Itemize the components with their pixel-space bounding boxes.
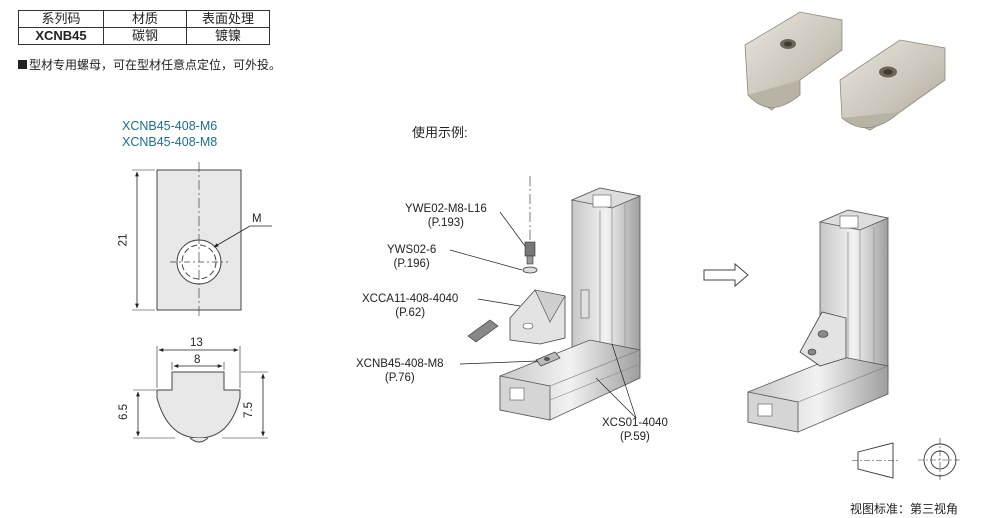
part-code: XCS01-4040 — [602, 417, 668, 429]
dim-height-7-5: 7.5 — [243, 402, 255, 418]
model-code-m8: XCNB45-408-M8 — [122, 135, 218, 149]
spec-cell-material: 碳钢 — [103, 27, 187, 45]
nut-photo-right — [839, 39, 946, 131]
dim-width-8: 8 — [194, 354, 201, 366]
usage-example-title: 使用示例: — [412, 125, 468, 140]
product-photo — [744, 11, 946, 131]
spec-table-row: XCNB45 碳钢 镀镍 — [18, 27, 270, 45]
assembly-exploded — [449, 176, 642, 421]
bullet-square-icon — [18, 60, 27, 69]
nut-top-view — [132, 162, 272, 318]
thread-label: M — [252, 213, 262, 225]
spec-table: 系列码 材质 表面处理 XCNB45 碳钢 镀镍 — [18, 10, 270, 45]
part-callout-xcnb45: XCNB45-408-M8 (P.76) — [356, 357, 444, 385]
dim-width-13: 13 — [190, 337, 203, 349]
third-angle-projection-icon — [852, 438, 962, 482]
dim-height-6-5: 6.5 — [118, 404, 130, 420]
part-callout-ywe02: YWE02-M8-L16 (P.193) — [405, 202, 487, 230]
spec-cell-finish: 镀镍 — [186, 27, 270, 45]
part-callout-yws02: YWS02-6 (P.196) — [387, 243, 436, 271]
product-note-text: 型材专用螺母，可在型材任意点定位，可外投。 — [29, 58, 282, 72]
part-page: (P.62) — [395, 307, 426, 319]
part-code: XCNB45-408-M8 — [356, 358, 444, 370]
part-code: YWE02-M8-L16 — [405, 203, 487, 215]
assembly-arrow-icon — [703, 262, 749, 288]
part-page: (P.76) — [384, 372, 415, 384]
assembly-result — [747, 209, 890, 433]
spec-cell-series: XCNB45 — [18, 27, 104, 45]
nut-front-view — [133, 346, 268, 443]
part-callout-xcca11: XCCA11-408-4040 (P.62) — [362, 292, 458, 320]
part-callout-xcs01: XCS01-4040 (P.59) — [602, 416, 668, 444]
nut-photo-left — [744, 11, 843, 111]
part-page: (P.59) — [620, 431, 650, 443]
part-code: YWS02-6 — [387, 244, 437, 256]
model-code-m6: XCNB45-408-M6 — [122, 119, 218, 133]
dim-height-21: 21 — [117, 233, 130, 247]
part-page: (P.193) — [427, 217, 465, 229]
projection-standard-label: 视图标准：第三视角 — [850, 502, 959, 516]
product-note: 型材专用螺母，可在型材任意点定位，可外投。 — [18, 56, 281, 73]
part-code: XCCA11-408-4040 — [362, 293, 459, 305]
part-page: (P.196) — [393, 258, 430, 270]
